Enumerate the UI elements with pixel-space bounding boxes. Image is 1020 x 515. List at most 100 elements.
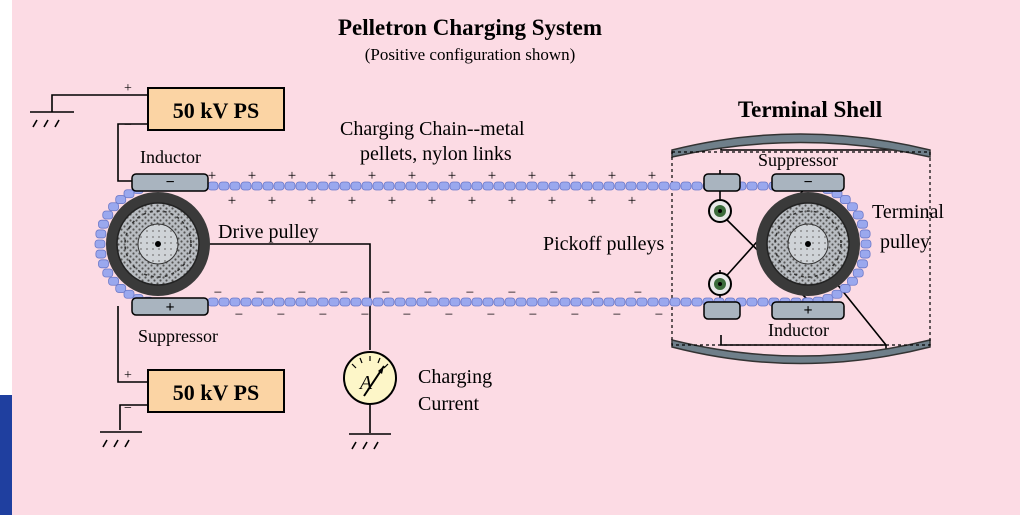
negative-charge-mark: −	[466, 285, 474, 301]
chain-pellet-top	[493, 181, 505, 191]
chain-pellet-top	[372, 181, 384, 191]
negative-charge-mark: −	[382, 285, 390, 301]
terminal-pulley-label-line2: pulley	[880, 231, 930, 253]
chain-pellet-bottom	[581, 297, 593, 307]
chain-pellet-terminal-arc	[857, 259, 868, 269]
chain-pellet-bottom	[306, 297, 318, 307]
wire-suppressor-ps-bottom	[117, 306, 148, 383]
positive-charge-mark: +	[448, 168, 456, 184]
chain-pellet-bottom	[482, 297, 494, 307]
chain-pellet-terminal-arc	[831, 289, 843, 299]
chain-pellet-top	[229, 181, 241, 191]
chain-pellet-top	[680, 181, 692, 191]
chain-pellet-top	[306, 181, 318, 191]
chain-pellet-top	[427, 181, 439, 191]
chain-pellet-bottom	[636, 297, 648, 307]
chain-pellet-bottom	[548, 297, 560, 307]
chain-pellet-bottom	[669, 297, 681, 307]
chain-pellet-drive-arc	[102, 210, 114, 220]
inductor-right-electrode	[771, 301, 845, 320]
chain-pellet-bottom	[394, 297, 406, 307]
negative-charge-mark: −	[319, 307, 327, 323]
chain-pellet-drive-arc	[108, 202, 119, 212]
ps-bottom-minus: −	[124, 401, 132, 416]
negative-charge-mark: −	[571, 307, 579, 323]
positive-charge-mark: +	[528, 168, 536, 184]
chain-pellet-bottom	[757, 297, 769, 307]
chain-pellet-bottom	[460, 297, 472, 307]
chain-pellet-bottom	[416, 297, 428, 307]
chain-pellet-top	[746, 181, 758, 191]
negative-charge-mark: −	[361, 307, 369, 323]
chain-pellet-bottom	[350, 297, 362, 307]
chain-pellet-top	[284, 181, 296, 191]
chain-pellet-top	[218, 181, 230, 191]
positive-charge-mark: +	[268, 193, 276, 209]
chain-pellet-bottom	[746, 297, 758, 307]
ammeter-symbol: A	[358, 372, 373, 394]
chain-pellet-bottom	[361, 297, 373, 307]
charging-current-label-line2: Current	[418, 393, 480, 415]
chain-pellet-top	[570, 181, 582, 191]
diagram-subtitle: (Positive configuration shown)	[365, 45, 576, 64]
ground-symbol-top	[30, 110, 74, 128]
negative-charge-mark: −	[487, 307, 495, 323]
terminal-pulley	[756, 192, 860, 296]
chain-pellet-terminal-arc	[839, 195, 851, 204]
negative-charge-mark: −	[529, 307, 537, 323]
suppressor-right-electrode	[771, 173, 845, 192]
positive-charge-mark: +	[468, 193, 476, 209]
negative-charge-mark: −	[508, 285, 516, 301]
positive-charge-mark: +	[548, 193, 556, 209]
chain-pellet-bottom	[339, 297, 351, 307]
ps-label-top: 50 kV PS	[173, 98, 259, 123]
chain-charges: +++++++++++++++++++++++−−−−−−−−−−−−−−−−−…	[208, 168, 663, 323]
inductor-right-label: Inductor	[768, 320, 829, 340]
diagram-title: Pelletron Charging System	[338, 15, 602, 40]
drive-pulley-label: Drive pulley	[218, 221, 319, 243]
chain-pellet-top	[603, 181, 615, 191]
suppressor-right-sign: −	[803, 174, 812, 191]
chain-pellet-top	[317, 181, 329, 191]
chain-pellet-bottom	[471, 297, 483, 307]
chain-pellet-bottom	[427, 297, 439, 307]
chain-pellet-bottom	[515, 297, 527, 307]
terminal-pulley-label-line1: Terminal	[872, 201, 944, 223]
chain-pellet-top	[449, 181, 461, 191]
chain-pellet-top	[273, 181, 285, 191]
chain-pellet-top	[625, 181, 637, 191]
ammeter	[343, 351, 397, 405]
chain-pellet-top	[647, 181, 659, 191]
terminal-shell-label: Terminal Shell	[738, 97, 882, 122]
suppressor-left-sign: +	[165, 299, 174, 316]
pickoff-electrode-top	[703, 173, 741, 192]
positive-charge-mark: +	[308, 193, 316, 209]
ps-box-bottom	[147, 369, 285, 413]
chain-pellet-top	[581, 181, 593, 191]
chain-label-line1: Charging Chain--metal	[340, 118, 525, 140]
chain-pellet-bottom	[295, 297, 307, 307]
negative-charge-mark: −	[592, 285, 600, 301]
terminal-shell-outline	[671, 151, 931, 346]
chain-pellet-terminal-arc	[847, 202, 858, 212]
pickoff-pulley-bottom	[708, 272, 732, 296]
ground-symbol-meter	[349, 433, 391, 450]
chain-pellet-top	[614, 181, 626, 191]
chain-pellet-bottom	[284, 297, 296, 307]
positive-charge-mark: +	[408, 168, 416, 184]
chain-pellet-top	[526, 181, 538, 191]
chain-pellet-top	[350, 181, 362, 191]
positive-charge-mark: +	[248, 168, 256, 184]
negative-charge-mark: −	[298, 285, 306, 301]
positive-charge-mark: +	[208, 168, 216, 184]
pickoff-pulley-top	[708, 199, 732, 223]
pickoff-electrode-bottom	[703, 301, 741, 320]
chain-pellet-top	[757, 181, 769, 191]
chain-pellet-top	[438, 181, 450, 191]
chain-pellet-top	[394, 181, 406, 191]
negative-charge-mark: −	[214, 285, 222, 301]
chain-pellet-top	[251, 181, 263, 191]
chain-pellet-bottom	[680, 297, 692, 307]
